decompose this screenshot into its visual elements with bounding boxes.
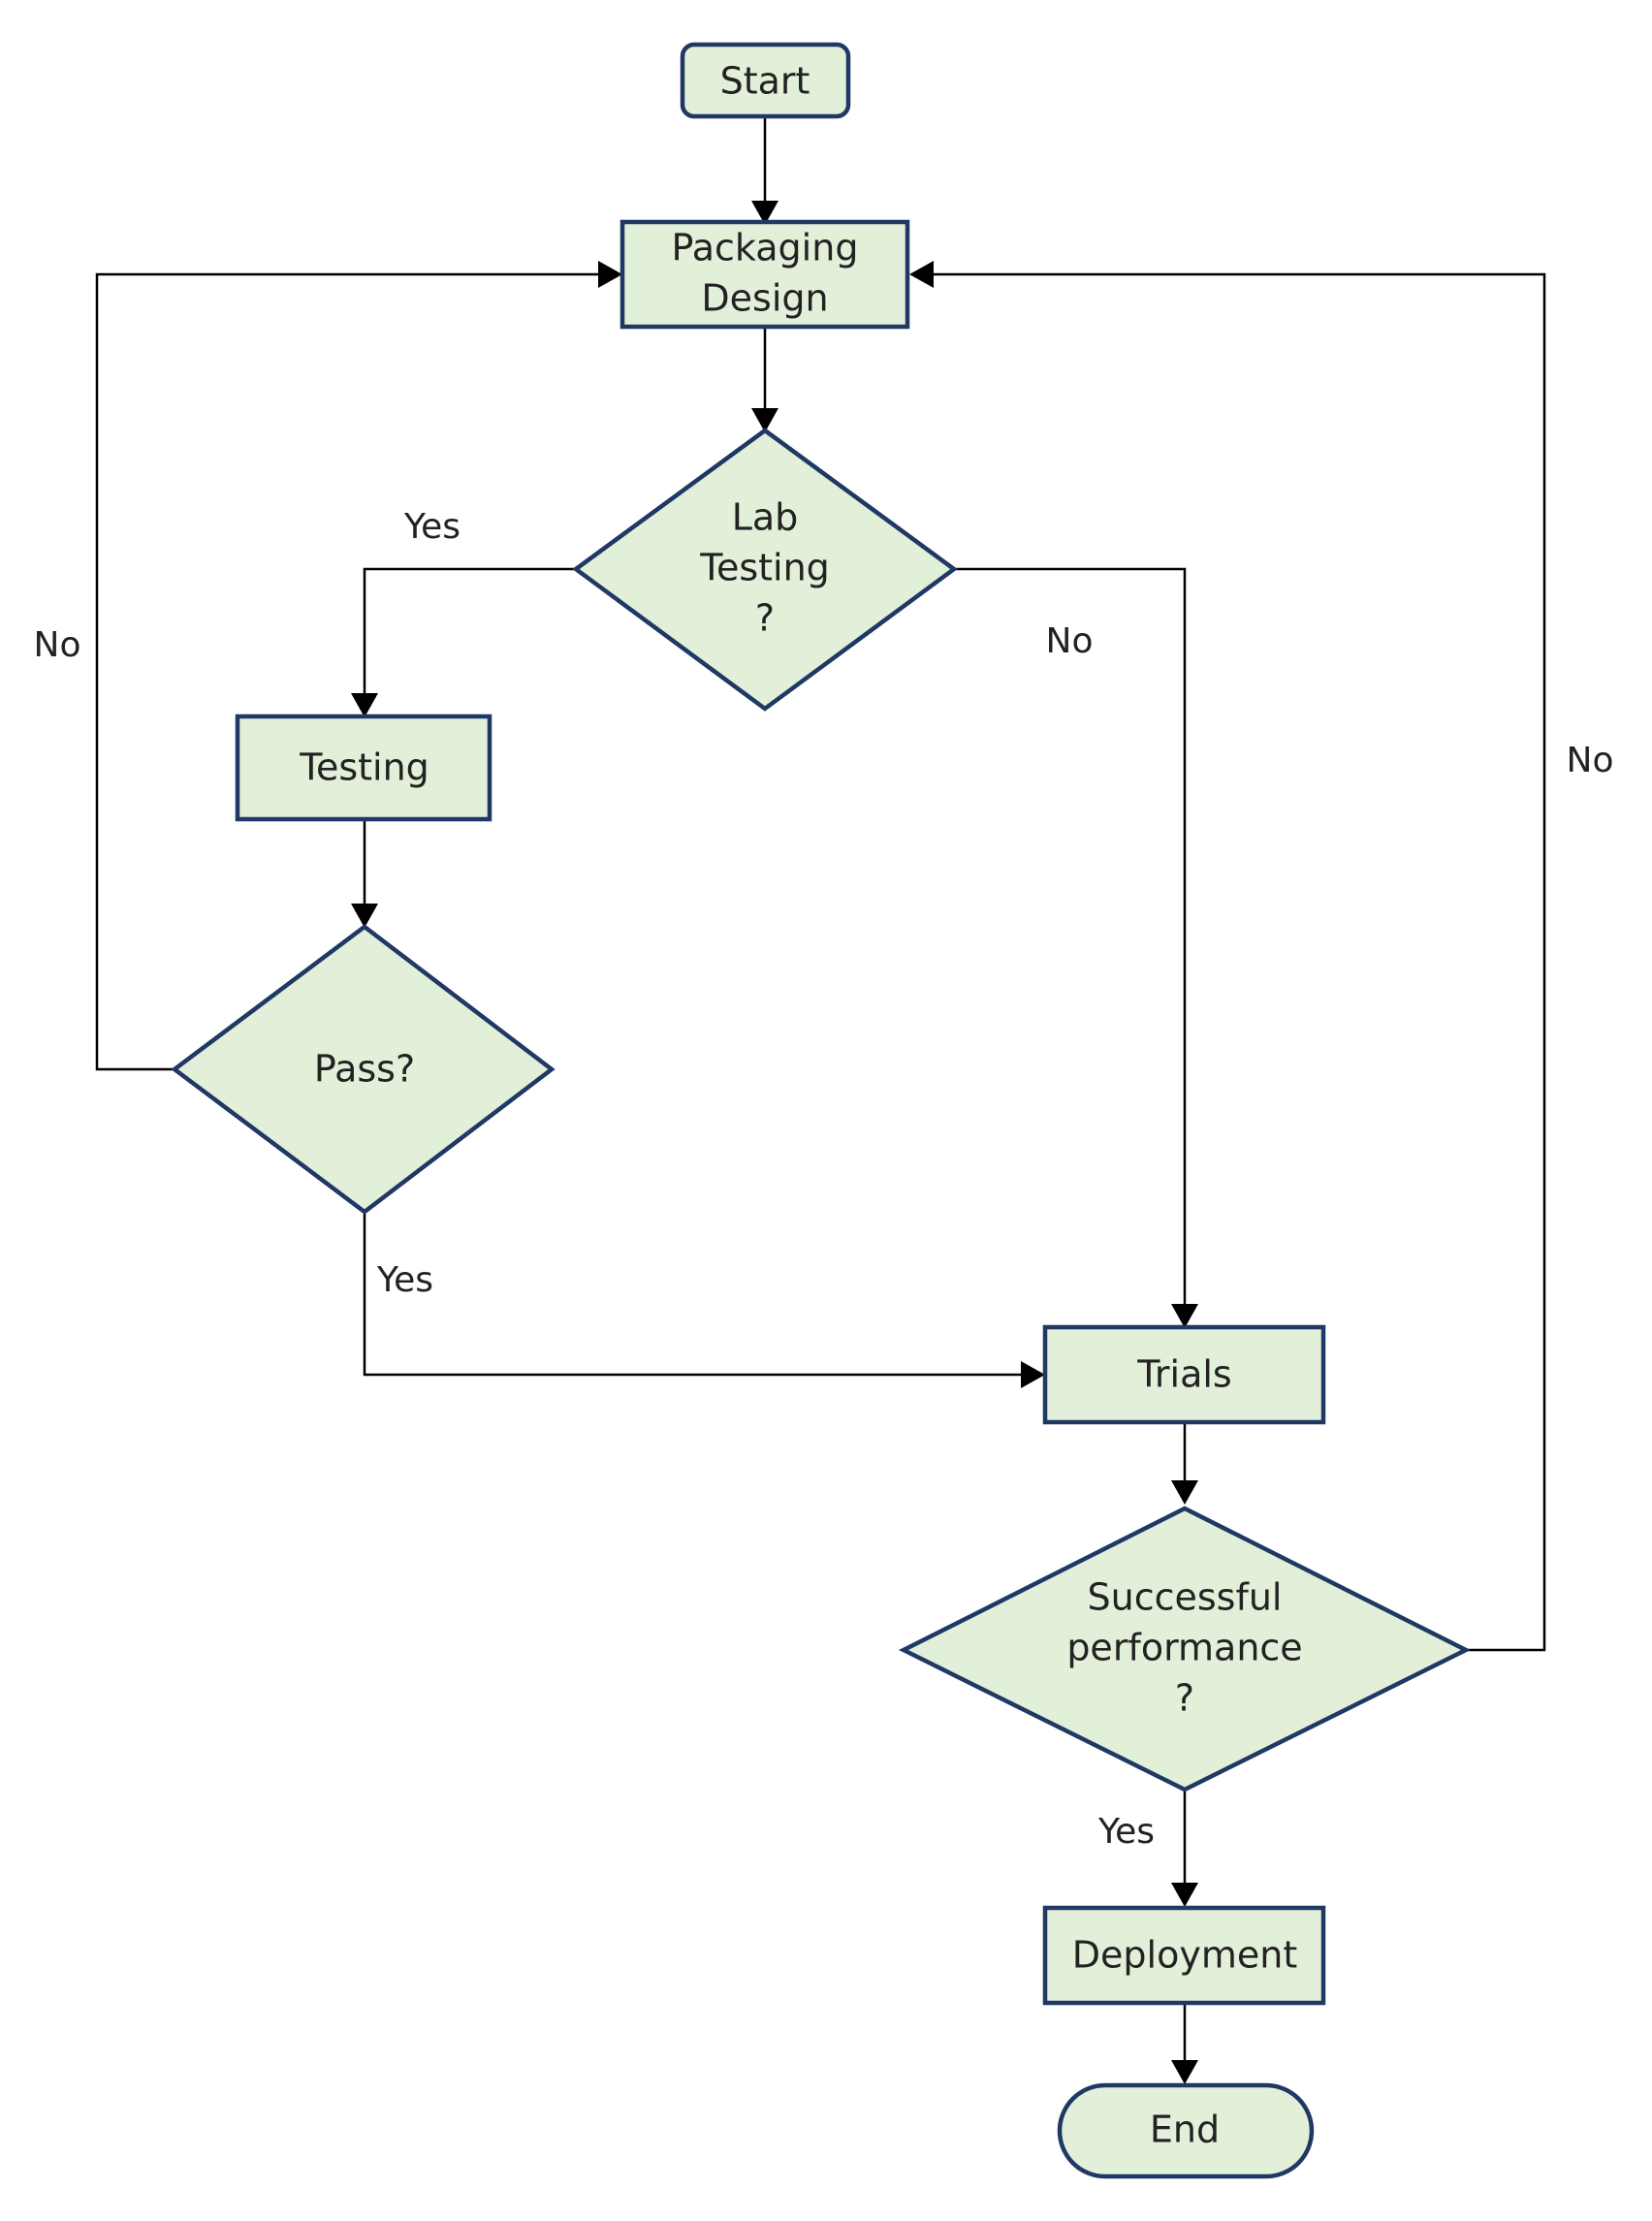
end-terminator (1057, 2082, 1315, 2179)
successful-performance-decision: Successful performance ? (898, 1506, 1472, 1793)
trials-node: Trials (1042, 1324, 1326, 1425)
pass-no-label: No (34, 625, 81, 665)
arrowhead-down-icon (1171, 1480, 1198, 1505)
edge-success-no-to-design (931, 272, 1546, 1652)
edge-pass-no-to-design (95, 272, 601, 1071)
pass-yes-label: Yes (376, 1260, 433, 1300)
testing-box (235, 714, 492, 822)
trials-box (1042, 1324, 1326, 1425)
arrowhead-down-icon (351, 693, 378, 717)
deployment-box (1042, 1905, 1326, 2006)
edge-pass-yes-to-trials (363, 1212, 1024, 1377)
lab-testing-diamond (572, 428, 958, 712)
packaging-design-label-line-2: Design (701, 277, 828, 320)
arrowhead-down-icon (1171, 2060, 1198, 2084)
successful-performance-label-line-3: ? (1175, 1677, 1194, 1720)
packaging-design-box (620, 219, 910, 330)
end-node: End (1057, 2082, 1315, 2179)
arrowhead-down-icon (751, 201, 778, 225)
arrowhead-right-icon (1021, 1361, 1045, 1388)
start-node: Start (680, 42, 851, 119)
successful-performance-label-line-1: Successful (1088, 1576, 1283, 1619)
edge-labels: Yes No No Yes No Yes (34, 507, 1614, 1852)
start-terminator (680, 42, 851, 119)
successful-performance-label-line-2: performance (1066, 1627, 1302, 1669)
arrowhead-down-icon (1171, 1883, 1198, 1907)
lab-testing-no-label: No (1046, 621, 1094, 661)
packaging-design-label-line-1: Packaging (672, 227, 859, 270)
lab-testing-label-line-2: Testing (699, 547, 830, 589)
success-yes-label: Yes (1097, 1812, 1155, 1852)
pass-label: Pass? (314, 1048, 415, 1091)
arrowhead-down-icon (1171, 1304, 1198, 1328)
arrowhead-down-icon (351, 904, 378, 928)
lab-testing-label-line-1: Lab (732, 496, 799, 539)
testing-label: Testing (299, 746, 429, 789)
lab-testing-label-line-3: ? (755, 597, 775, 640)
arrowhead-down-icon (751, 408, 778, 432)
lab-testing-decision: Lab Testing ? (572, 428, 958, 712)
pass-diamond (171, 924, 556, 1215)
successful-performance-diamond (898, 1506, 1472, 1793)
trials-label: Trials (1136, 1353, 1231, 1396)
lab-testing-yes-label: Yes (403, 507, 461, 547)
pass-decision: Pass? (171, 924, 556, 1215)
arrowhead-right-icon (598, 261, 622, 288)
packaging-design-node: Packaging Design (620, 219, 910, 330)
deployment-label: Deployment (1072, 1934, 1297, 1977)
start-label: Start (720, 60, 810, 103)
connectors (95, 116, 1546, 2084)
success-no-label: No (1567, 741, 1614, 780)
deployment-node: Deployment (1042, 1905, 1326, 2006)
testing-node: Testing (235, 714, 492, 822)
edge-lab-no-to-trials (954, 567, 1187, 1307)
edge-lab-yes-to-testing (363, 567, 576, 696)
end-label: End (1150, 2109, 1220, 2151)
arrowhead-left-icon (909, 261, 934, 288)
